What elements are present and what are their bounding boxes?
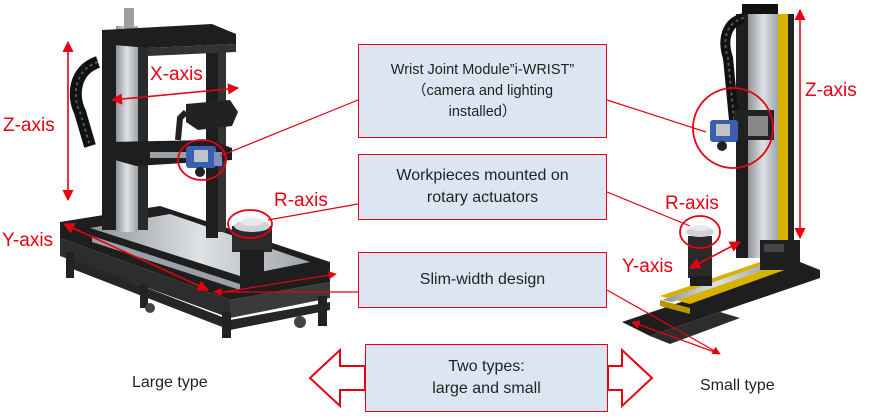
callout-workpieces-line1: Workpieces mounted on <box>396 167 569 184</box>
callout-wrist-module: Wrist Joint Module”i-WRIST” （camera and … <box>358 44 607 138</box>
actuator-highlight-large <box>227 209 273 239</box>
small-rotary-actuator <box>686 225 714 286</box>
callout-types-line2: large and small <box>432 380 541 397</box>
label-y-axis-small: Y-axis <box>622 256 674 277</box>
caption-large-type: Large type <box>132 374 208 391</box>
axis-arrows <box>62 8 806 291</box>
y-axis-arrow-small <box>689 241 741 269</box>
callout-slim-line1: Slim-width design <box>419 271 546 288</box>
y-axis-arrow-large <box>62 223 210 291</box>
label-y-axis-large: Y-axis <box>2 230 54 251</box>
callout-wrist-line1: Wrist Joint Module”i-WRIST” <box>390 61 575 78</box>
label-z-axis-small: Z-axis <box>805 80 857 101</box>
wrist-highlight-small <box>692 87 774 169</box>
large-wrist-module <box>186 146 222 177</box>
label-r-axis-large: R-axis <box>274 190 328 211</box>
small-type-machine <box>622 4 820 344</box>
callout-workpieces-line2: rotary actuators <box>426 189 539 206</box>
highlight-circles <box>177 87 774 249</box>
small-wrist-module <box>710 110 774 151</box>
large-type-machine <box>60 8 330 338</box>
callout-slim-width: Slim-width design <box>358 252 607 308</box>
x-axis-arrow <box>110 83 240 105</box>
callout-wrist-line2: （camera and lighting <box>411 82 554 99</box>
callout-wrist-line3: installed） <box>448 103 517 120</box>
large-rotary-actuator <box>232 218 272 278</box>
callout-two-types: Two types: large and small <box>365 344 608 412</box>
label-r-axis-small: R-axis <box>665 193 719 214</box>
callout-workpieces: Workpieces mounted on rotary actuators <box>358 154 607 220</box>
caption-small-type: Small type <box>700 377 775 394</box>
callout-types-line1: Two types: <box>448 358 525 375</box>
actuator-highlight-small <box>679 215 721 249</box>
label-x-axis-large: X-axis <box>150 64 203 85</box>
label-z-axis-large: Z-axis <box>3 115 55 136</box>
wrist-highlight-large <box>177 139 227 181</box>
leader-lines <box>213 99 721 355</box>
